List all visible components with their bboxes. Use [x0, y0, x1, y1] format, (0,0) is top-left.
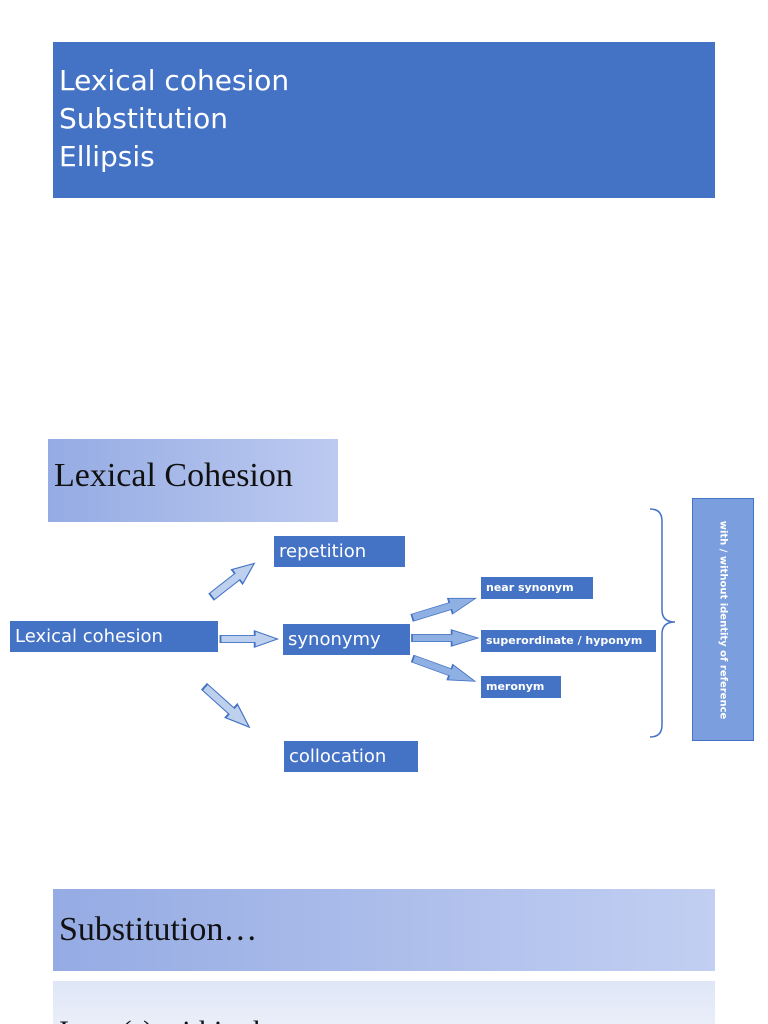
arrow-to-near-synonym	[410, 597, 477, 622]
arrow-to-repetition	[208, 562, 256, 601]
right-brace	[649, 508, 676, 738]
topics-title-box: Lexical cohesion Substitution Ellipsis	[53, 42, 715, 198]
arrow-to-collocation	[200, 682, 251, 729]
topic-lexical-cohesion: Lexical cohesion	[59, 64, 290, 97]
substitution-content-text: Item (s) within the...	[59, 1015, 304, 1024]
node-superordinate-hyponym: superordinate / hyponym	[481, 630, 656, 652]
node-meronym: meronym	[481, 676, 561, 698]
identity-of-reference-label: with / without identity of reference	[717, 520, 729, 719]
node-lexical-cohesion: Lexical cohesion	[10, 621, 218, 652]
node-repetition: repetition	[274, 536, 405, 567]
topic-substitution: Substitution	[59, 102, 228, 135]
substitution-heading: Substitution…	[53, 889, 715, 971]
node-near-synonym: near synonym	[481, 577, 593, 599]
lexical-cohesion-heading: Lexical Cohesion	[48, 439, 338, 522]
arrow-to-meronym	[410, 654, 477, 682]
arrow-to-synonymy	[219, 629, 280, 649]
node-collocation: collocation	[284, 741, 418, 772]
topic-ellipsis: Ellipsis	[59, 140, 155, 173]
arrow-to-superordinate	[411, 629, 480, 647]
substitution-content: Item (s) within the...	[53, 981, 715, 1024]
identity-of-reference-box: with / without identity of reference	[692, 498, 754, 741]
node-synonymy: synonymy	[283, 624, 410, 655]
